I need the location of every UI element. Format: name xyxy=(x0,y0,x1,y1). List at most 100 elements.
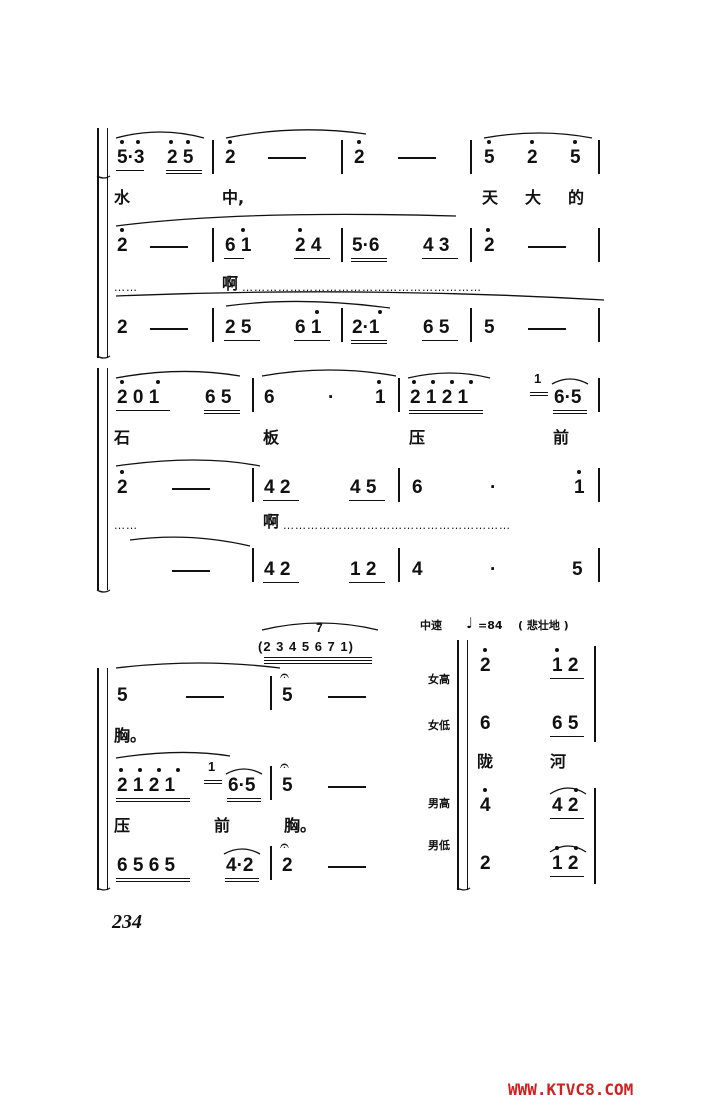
lyric: 胸。 xyxy=(284,816,317,835)
lyric: 啊 xyxy=(222,274,239,293)
underline xyxy=(166,173,202,174)
note: 5 xyxy=(484,147,495,168)
lyric-dots: …………………………………………………… xyxy=(242,282,482,293)
barline xyxy=(594,646,596,742)
note: 2 1 2 1 xyxy=(410,387,469,408)
fermata-icon: 𝄐 xyxy=(280,836,289,855)
note: 2 4 xyxy=(295,235,322,256)
slur xyxy=(549,787,587,795)
lyric: 天 xyxy=(482,188,499,207)
barline xyxy=(341,308,343,342)
underline xyxy=(116,170,144,171)
underline xyxy=(263,500,299,501)
underline xyxy=(264,660,372,661)
dash xyxy=(150,328,188,330)
lyric: 啊 xyxy=(263,512,280,531)
underline xyxy=(227,798,261,799)
note: 2 xyxy=(480,655,491,676)
octave-dot xyxy=(228,140,232,144)
underline xyxy=(225,881,259,882)
note: 6 xyxy=(412,477,423,498)
grace-line xyxy=(204,780,222,781)
tempo-word: 中速 xyxy=(420,619,442,632)
slur xyxy=(115,131,205,139)
slur xyxy=(223,848,261,855)
note: 5 xyxy=(282,685,293,706)
octave-dot xyxy=(357,140,361,144)
barline xyxy=(598,378,600,412)
barline xyxy=(252,468,254,502)
brace-end xyxy=(96,887,111,891)
slur xyxy=(407,372,491,379)
note: 2 5 xyxy=(167,147,194,168)
lyric: 陇 xyxy=(477,752,494,771)
lyric-dots: …… xyxy=(114,282,138,293)
octave-dot xyxy=(119,768,123,772)
note: 6 5 xyxy=(205,387,232,408)
tuplet-run: (2 3 4 5 6 7 1) xyxy=(258,639,354,654)
note: 5 xyxy=(117,685,128,706)
grace-note: 1 xyxy=(208,759,216,774)
underline xyxy=(264,657,372,658)
underline xyxy=(351,258,387,259)
octave-dot xyxy=(377,380,381,384)
barline xyxy=(270,846,272,880)
underline xyxy=(116,881,190,882)
system-3-left-barline xyxy=(107,668,108,890)
underline xyxy=(351,343,387,344)
dash xyxy=(172,488,210,490)
octave-dot xyxy=(450,380,454,384)
octave-dot xyxy=(156,380,160,384)
brace-end xyxy=(96,589,111,593)
voice-label-bass: 男低 xyxy=(428,839,450,852)
underline xyxy=(550,736,584,737)
dash xyxy=(328,866,366,868)
octave-dot xyxy=(176,768,180,772)
barline xyxy=(598,548,600,582)
underline xyxy=(422,258,458,259)
note: 6·5 xyxy=(228,775,256,796)
slur xyxy=(115,213,457,227)
octave-dot xyxy=(486,228,490,232)
underline xyxy=(349,500,385,501)
dash xyxy=(186,696,224,698)
octave-dot xyxy=(555,648,559,652)
system-1-bracket xyxy=(97,128,99,358)
octave-dot xyxy=(469,380,473,384)
note: 2 xyxy=(527,147,538,168)
note: 6·5 xyxy=(554,387,582,408)
barline xyxy=(470,140,472,174)
slur xyxy=(225,300,391,309)
note: 6 1 xyxy=(225,235,252,256)
brace-end xyxy=(96,355,111,359)
fermata-icon: 𝄐 xyxy=(280,756,289,775)
octave-dot xyxy=(136,140,140,144)
octave-dot xyxy=(431,380,435,384)
note: 6 5 xyxy=(423,317,450,338)
octave-dot xyxy=(573,140,577,144)
note: 1 2 xyxy=(552,655,579,676)
dash xyxy=(528,246,566,248)
brace-end xyxy=(96,175,111,179)
lyric: 压 xyxy=(409,428,426,447)
underline xyxy=(422,340,458,341)
barline xyxy=(594,788,596,884)
barline xyxy=(598,308,600,342)
dash xyxy=(172,570,210,572)
note: 4 3 xyxy=(423,235,450,256)
underline xyxy=(351,340,387,341)
dash xyxy=(328,786,366,788)
barline xyxy=(598,140,600,174)
note: 5 xyxy=(570,147,581,168)
octave-dot xyxy=(315,310,319,314)
octave-dot xyxy=(574,846,578,850)
octave-dot xyxy=(483,648,487,652)
quarter-note-icon: ♩ xyxy=(466,614,474,632)
underline xyxy=(116,798,190,799)
tempo-value: =84 xyxy=(478,619,503,632)
underline xyxy=(224,258,244,259)
note: 2 0 1 xyxy=(117,387,160,408)
barline xyxy=(598,228,600,262)
system-2-bracket xyxy=(97,368,99,590)
